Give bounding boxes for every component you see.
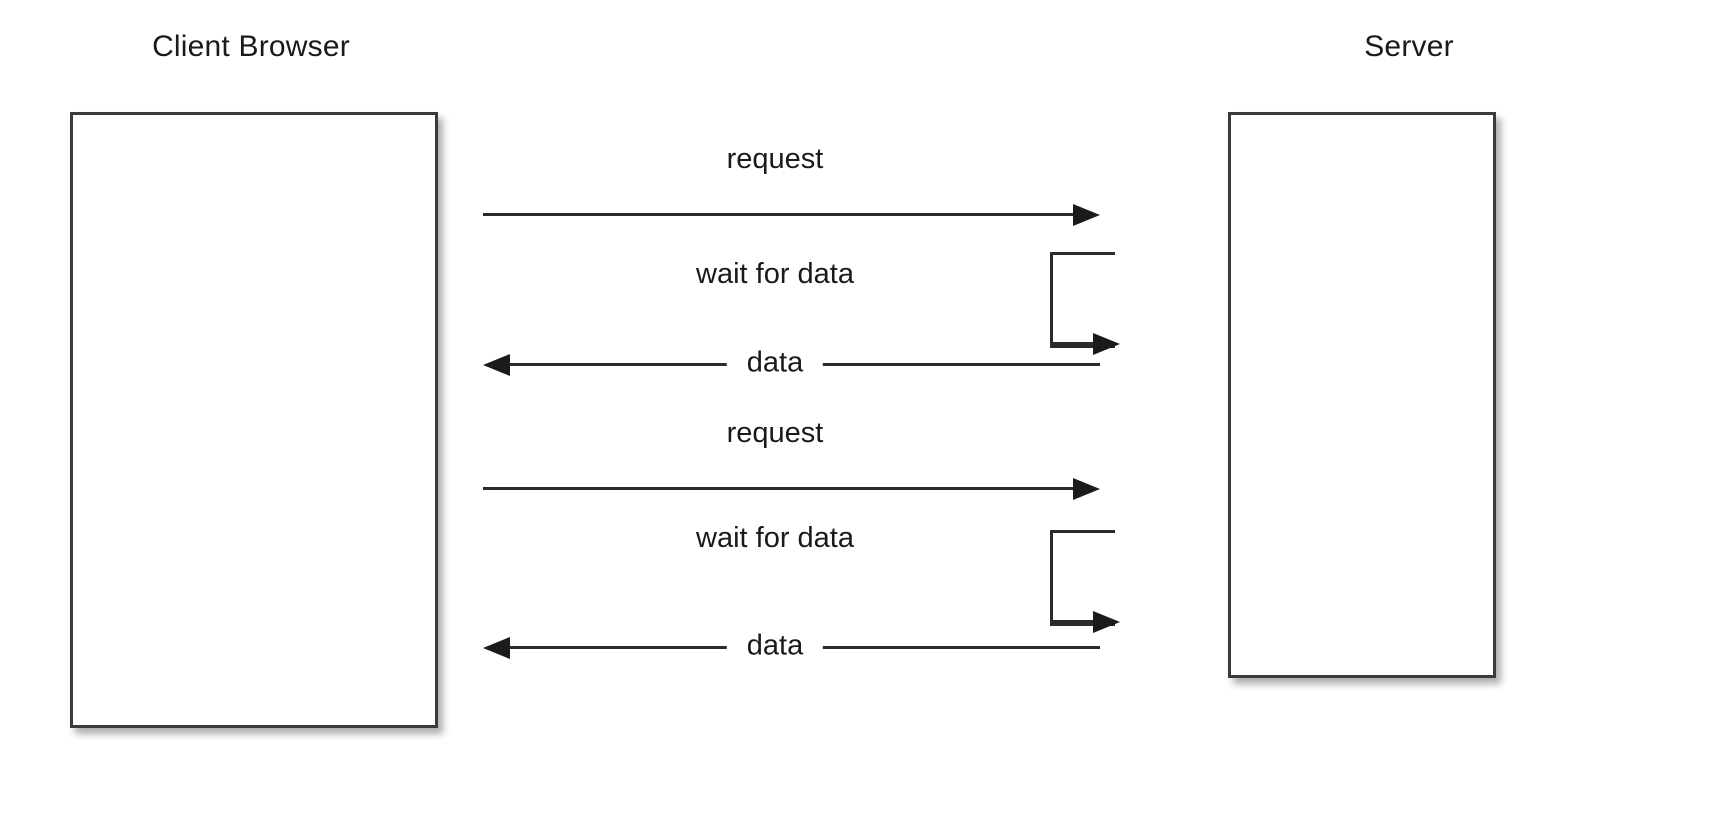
message-line — [483, 213, 1075, 216]
arrow-head-left-icon — [483, 637, 510, 659]
message-line — [1053, 342, 1095, 345]
message-label-data-1: data — [726, 348, 824, 378]
message-label-wait-for-data-2: wait for data — [696, 522, 854, 554]
lifeline-box-client — [70, 112, 438, 728]
message-line — [1053, 620, 1095, 623]
arrow-head-right-icon — [1073, 478, 1100, 500]
self-loop-wait-for-data-1 — [1050, 252, 1115, 348]
arrow-head-right-icon — [1093, 611, 1120, 633]
self-loop-wait-for-data-2 — [1050, 530, 1115, 626]
participant-label-server: Server — [1364, 30, 1454, 63]
message-label-request-1: request — [726, 143, 824, 175]
lifeline-box-server — [1228, 112, 1496, 678]
arrow-head-right-icon — [1073, 204, 1100, 226]
message-label-data-2: data — [726, 631, 824, 661]
message-label-request-2: request — [726, 417, 824, 449]
arrow-head-left-icon — [483, 354, 510, 376]
message-label-wait-for-data-1: wait for data — [696, 258, 854, 290]
participant-label-client: Client Browser — [152, 30, 350, 63]
arrow-head-right-icon — [1093, 333, 1120, 355]
message-line — [483, 487, 1075, 490]
